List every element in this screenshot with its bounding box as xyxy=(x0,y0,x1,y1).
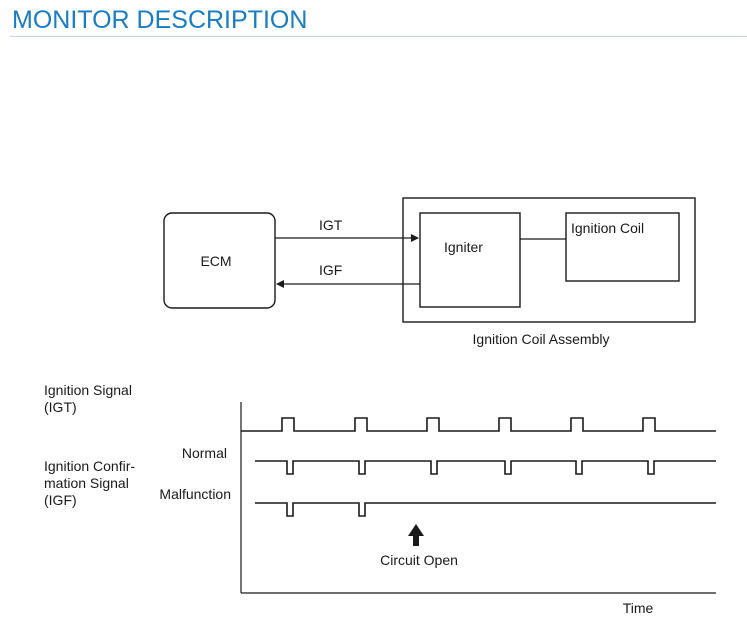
igf-signal-label: Ignition Confir- mation Signal (IGF) xyxy=(44,458,139,508)
ignition-coil-box xyxy=(565,212,680,282)
ecm-label: ECM xyxy=(200,253,231,269)
time-label: Time xyxy=(623,600,654,616)
igf-malfunction-waveform xyxy=(255,502,716,517)
igniter-box xyxy=(419,212,521,308)
igt-signal-label-line1: Ignition Signal xyxy=(44,382,132,398)
ignition-coil-assembly-box xyxy=(402,197,696,323)
assembly-label: Ignition Coil Assembly xyxy=(473,331,610,347)
circuit-open-arrow-icon xyxy=(408,524,424,546)
igt-waveform xyxy=(241,417,716,432)
igniter-label: Igniter xyxy=(444,239,483,255)
igt-signal-label-line2: (IGT) xyxy=(44,399,77,415)
circuit-open-label: Circuit Open xyxy=(380,552,458,568)
page-title: MONITOR DESCRIPTION xyxy=(12,6,308,34)
ignition-coil-label: Ignition Coil xyxy=(571,220,644,236)
igt-label: IGT xyxy=(319,217,343,233)
title-divider xyxy=(10,36,747,37)
normal-label: Normal xyxy=(182,445,227,461)
igt-signal-label: Ignition Signal (IGT) xyxy=(44,382,136,415)
ecm-box xyxy=(163,212,276,309)
igf-label: IGF xyxy=(319,262,342,278)
igf-signal-label-line2: mation Signal xyxy=(44,475,129,491)
igf-normal-waveform xyxy=(255,460,716,475)
igf-signal-label-line1: Ignition Confir- xyxy=(44,458,135,474)
igf-signal-label-line3: (IGF) xyxy=(44,492,77,508)
malfunction-label: Malfunction xyxy=(159,486,231,502)
